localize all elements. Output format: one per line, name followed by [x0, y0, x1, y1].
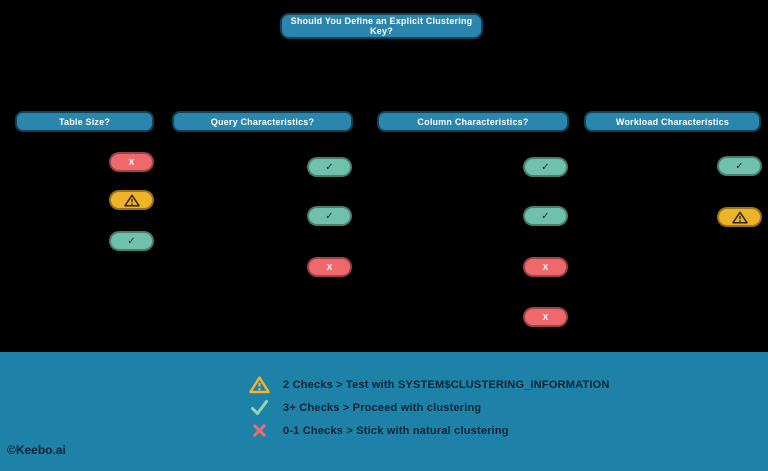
copyright-text: ©Keebo.ai [7, 443, 66, 457]
x-icon: X [542, 312, 549, 322]
x-icon: X [542, 262, 549, 272]
badge-yes: ✓ [307, 157, 352, 177]
check-icon: ✓ [735, 160, 744, 172]
badge-yes: ✓ [523, 157, 568, 177]
title-banner: Should You Define an Explicit Clustering… [280, 13, 483, 39]
check-icon: ✓ [325, 210, 334, 222]
badge-yes: ✓ [109, 231, 154, 251]
column-header-query-characteristics: Query Characteristics? [172, 111, 353, 132]
badge-no: X [109, 152, 154, 172]
legend-text: 0-1 Checks > Stick with natural clusteri… [283, 424, 509, 437]
legend-row-check: 3+ Checks > Proceed with clustering [248, 396, 610, 419]
legend: 2 Checks > Test with SYSTEM$CLUSTERING_I… [248, 373, 610, 442]
column-header-table-size: Table Size? [15, 111, 154, 132]
badge-yes: ✓ [307, 206, 352, 226]
badge-warning [717, 207, 762, 227]
column-header-workload-characteristics: Workload Characteristics [584, 111, 761, 132]
warning-icon [731, 211, 748, 223]
badge-no: X [523, 307, 568, 327]
legend-row-x: 0-1 Checks > Stick with natural clusteri… [248, 419, 610, 442]
x-icon: X [326, 262, 333, 272]
badge-no: X [523, 257, 568, 277]
check-icon: ✓ [127, 235, 136, 247]
badge-yes: ✓ [717, 156, 762, 176]
badge-warning [109, 190, 154, 210]
legend-row-warning: 2 Checks > Test with SYSTEM$CLUSTERING_I… [248, 373, 610, 396]
check-icon: ✓ [541, 210, 550, 222]
legend-text: 3+ Checks > Proceed with clustering [283, 401, 482, 414]
footer-band [0, 352, 768, 471]
column-header-column-characteristics: Column Characteristics? [377, 111, 569, 132]
check-icon: ✓ [325, 161, 334, 173]
warning-icon [248, 375, 270, 395]
x-icon [248, 421, 270, 441]
badge-yes: ✓ [523, 206, 568, 226]
warning-icon [123, 194, 140, 206]
badge-no: X [307, 257, 352, 277]
check-icon: ✓ [541, 161, 550, 173]
x-icon: X [128, 157, 135, 167]
legend-text: 2 Checks > Test with SYSTEM$CLUSTERING_I… [283, 378, 610, 391]
check-icon [248, 398, 270, 418]
